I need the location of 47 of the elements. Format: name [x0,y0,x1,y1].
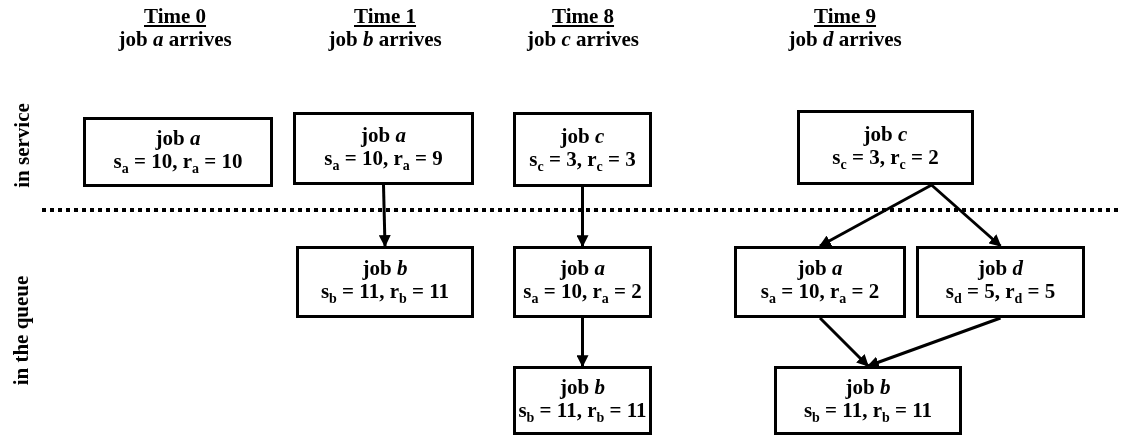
job-parameters: s$_{a}$ = 10, r$_{a}$ = 2 [523,280,642,307]
job-box [83,117,273,187]
arrival-caption: job b arrives [328,27,442,52]
job-parameters: s$_{a}$ = 10, r$_{a}$ = 2 [760,280,880,307]
job-box [513,366,652,435]
job-box [774,366,962,435]
time-heading: Time 9 [814,4,877,29]
job-name: job a [155,127,201,151]
job-parameters: s$_{b}$ = 11, r$_{b}$ = 11 [518,398,647,426]
job-parameters: s$_{c}$ = 3, r$_{c}$ = 3 [529,147,636,175]
job-parameters: s$_{c}$ = 3, r$_{c}$ = 2 [832,145,939,173]
job-box [513,112,652,187]
job-name: job a [560,257,605,281]
job-box [296,246,474,318]
job-parameters: s$_{a}$ = 10, r$_{a}$ = 10 [113,150,243,177]
job-box [916,246,1085,318]
job-box [734,246,906,318]
arrow [930,183,1002,248]
job-name: job a [361,123,406,147]
arrow [576,318,589,368]
job-name: job c [560,124,605,148]
job-name: job d [978,257,1023,281]
job-name: job a [797,257,843,281]
arrow [576,187,589,248]
arrow [818,183,933,248]
row-label: in the queue [9,275,35,385]
arrow [866,316,1001,368]
arrival-caption: job d arrives [788,27,902,52]
job-parameters: s$_{a}$ = 10, r$_{a}$ = 9 [324,146,443,174]
job-parameters: s$_{d}$ = 5, r$_{d}$ = 5 [945,280,1056,307]
arrival-caption: job a arrives [118,27,232,52]
row-label: in service [9,102,35,188]
job-box [293,112,474,185]
arrow [818,316,870,368]
job-box [797,110,974,185]
job-name: job b [560,375,605,399]
job-parameters: s$_{b}$ = 11, r$_{b}$ = 11 [803,398,933,426]
arrival-caption: job c arrives [527,27,639,52]
time-heading: Time 1 [354,4,417,29]
job-box [513,246,652,318]
job-parameters: s$_{b}$ = 11, r$_{b}$ = 11 [320,280,450,307]
job-name: job b [362,257,408,281]
job-name: job b [845,375,891,399]
time-heading: Time 0 [144,4,207,29]
job-name: job c [863,122,908,146]
time-heading: Time 8 [552,4,615,29]
arrow [378,184,391,248]
